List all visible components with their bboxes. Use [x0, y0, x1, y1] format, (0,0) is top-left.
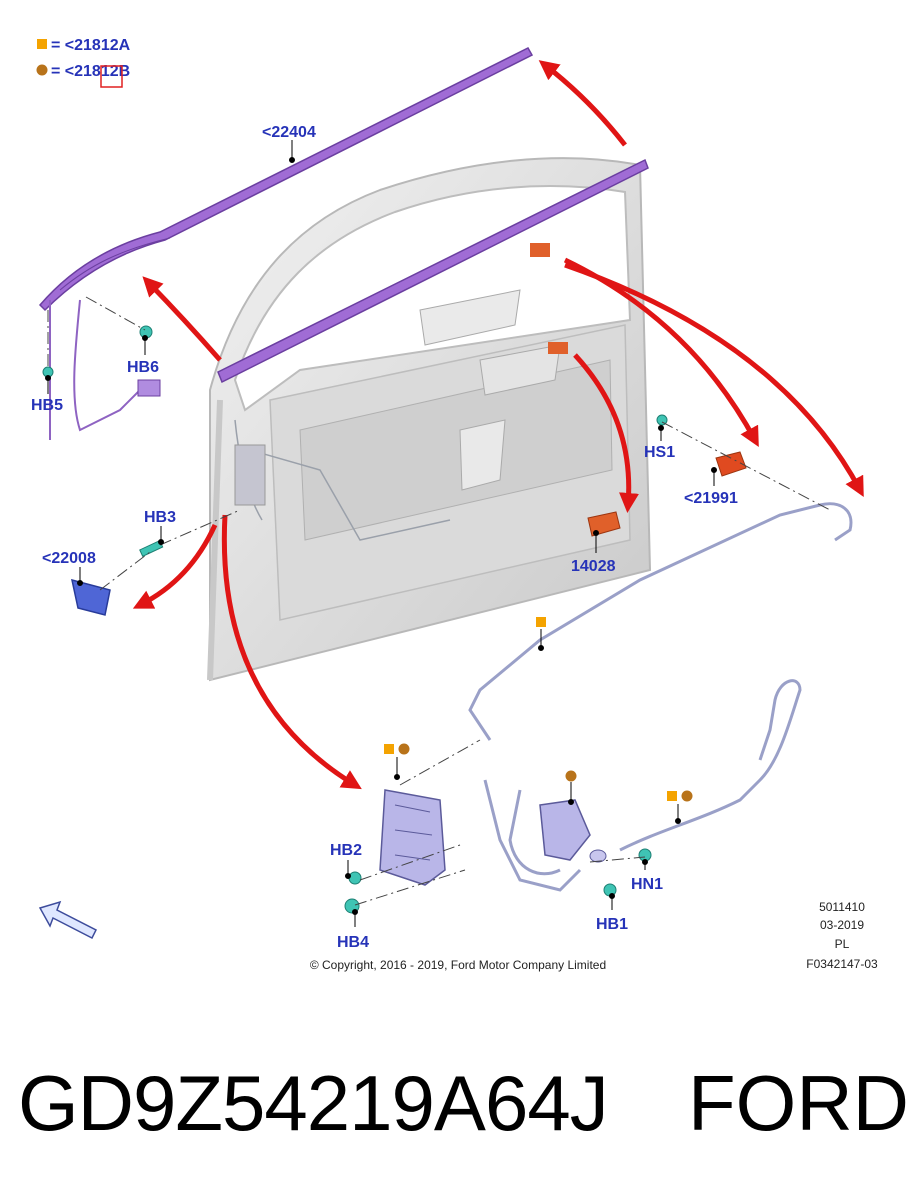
marker-circle	[398, 743, 410, 755]
callout-hb4: HB4	[337, 934, 369, 951]
callout-22404: <22404	[262, 124, 316, 141]
diagram-code: 5011410	[819, 900, 865, 914]
marker-square	[536, 617, 546, 627]
marker-circle	[681, 790, 693, 802]
callout-hb6: HB6	[127, 359, 159, 376]
orientation-arrow-icon	[38, 900, 98, 940]
callout-21991: <21991	[684, 490, 738, 507]
marker-square	[384, 744, 394, 754]
callouts: <22404 HB6 HB5 HB3 <22008 HS1 <21991 140…	[31, 124, 738, 951]
cable-harness	[468, 502, 853, 892]
callout-hn1: HN1	[631, 876, 663, 893]
leader-lines	[45, 140, 717, 927]
part-markers	[384, 617, 693, 802]
copyright: © Copyright, 2016 - 2019, Ford Motor Com…	[310, 958, 606, 972]
callout-hb1: HB1	[596, 916, 628, 933]
direction-arrows	[132, 60, 864, 790]
diagram-ref: F0342147-03	[806, 957, 878, 971]
orange-parts	[530, 243, 747, 537]
callout-22008: <22008	[42, 550, 96, 567]
legend-item-b: = <21812B	[51, 63, 130, 80]
diagram-lang: PL	[835, 937, 850, 951]
fastener-hb2	[348, 871, 362, 885]
legend-item-a: = <21812A	[51, 37, 131, 54]
part-number: GD9Z54219A64J	[18, 1059, 609, 1147]
bracket-21991	[715, 451, 747, 477]
inner-handle-bracket	[71, 578, 111, 616]
exploded-parts-diagram: = <21812A = <21812B	[31, 37, 878, 972]
callout-hb5: HB5	[31, 397, 63, 414]
legend-circle-icon	[36, 64, 48, 76]
guide-lines	[47, 296, 831, 906]
callout-14028: 14028	[571, 558, 616, 575]
belt-seal-inner	[217, 158, 649, 384]
callout-hs1: HS1	[644, 444, 675, 461]
diagram-date: 03-2019	[820, 918, 864, 932]
legend-square-icon	[37, 39, 47, 49]
door-panel	[207, 157, 652, 682]
diagram-metadata: 5011410 03-2019 PL F0342147-03 © Copyrig…	[310, 900, 878, 972]
brand-name: FORD	[688, 1059, 909, 1147]
door-latch	[379, 789, 446, 886]
marker-square	[667, 791, 677, 801]
marker-circle	[565, 770, 577, 782]
fastener-hs1	[656, 414, 668, 426]
highlight-box	[100, 65, 123, 88]
callout-hb2: HB2	[330, 842, 362, 859]
lock-actuator	[539, 799, 607, 863]
legend: = <21812A = <21812B	[36, 37, 131, 88]
callout-hb3: HB3	[144, 509, 176, 526]
